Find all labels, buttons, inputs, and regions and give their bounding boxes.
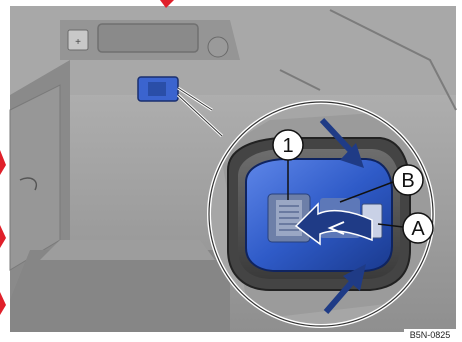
callout-b-label: B [401, 170, 414, 192]
callout-a-label: A [411, 218, 425, 240]
svg-text:+: + [75, 37, 81, 48]
callout-1-label: 1 [282, 135, 293, 157]
image-code: B5N-0825 [410, 330, 451, 340]
release-lever-small [138, 77, 178, 101]
